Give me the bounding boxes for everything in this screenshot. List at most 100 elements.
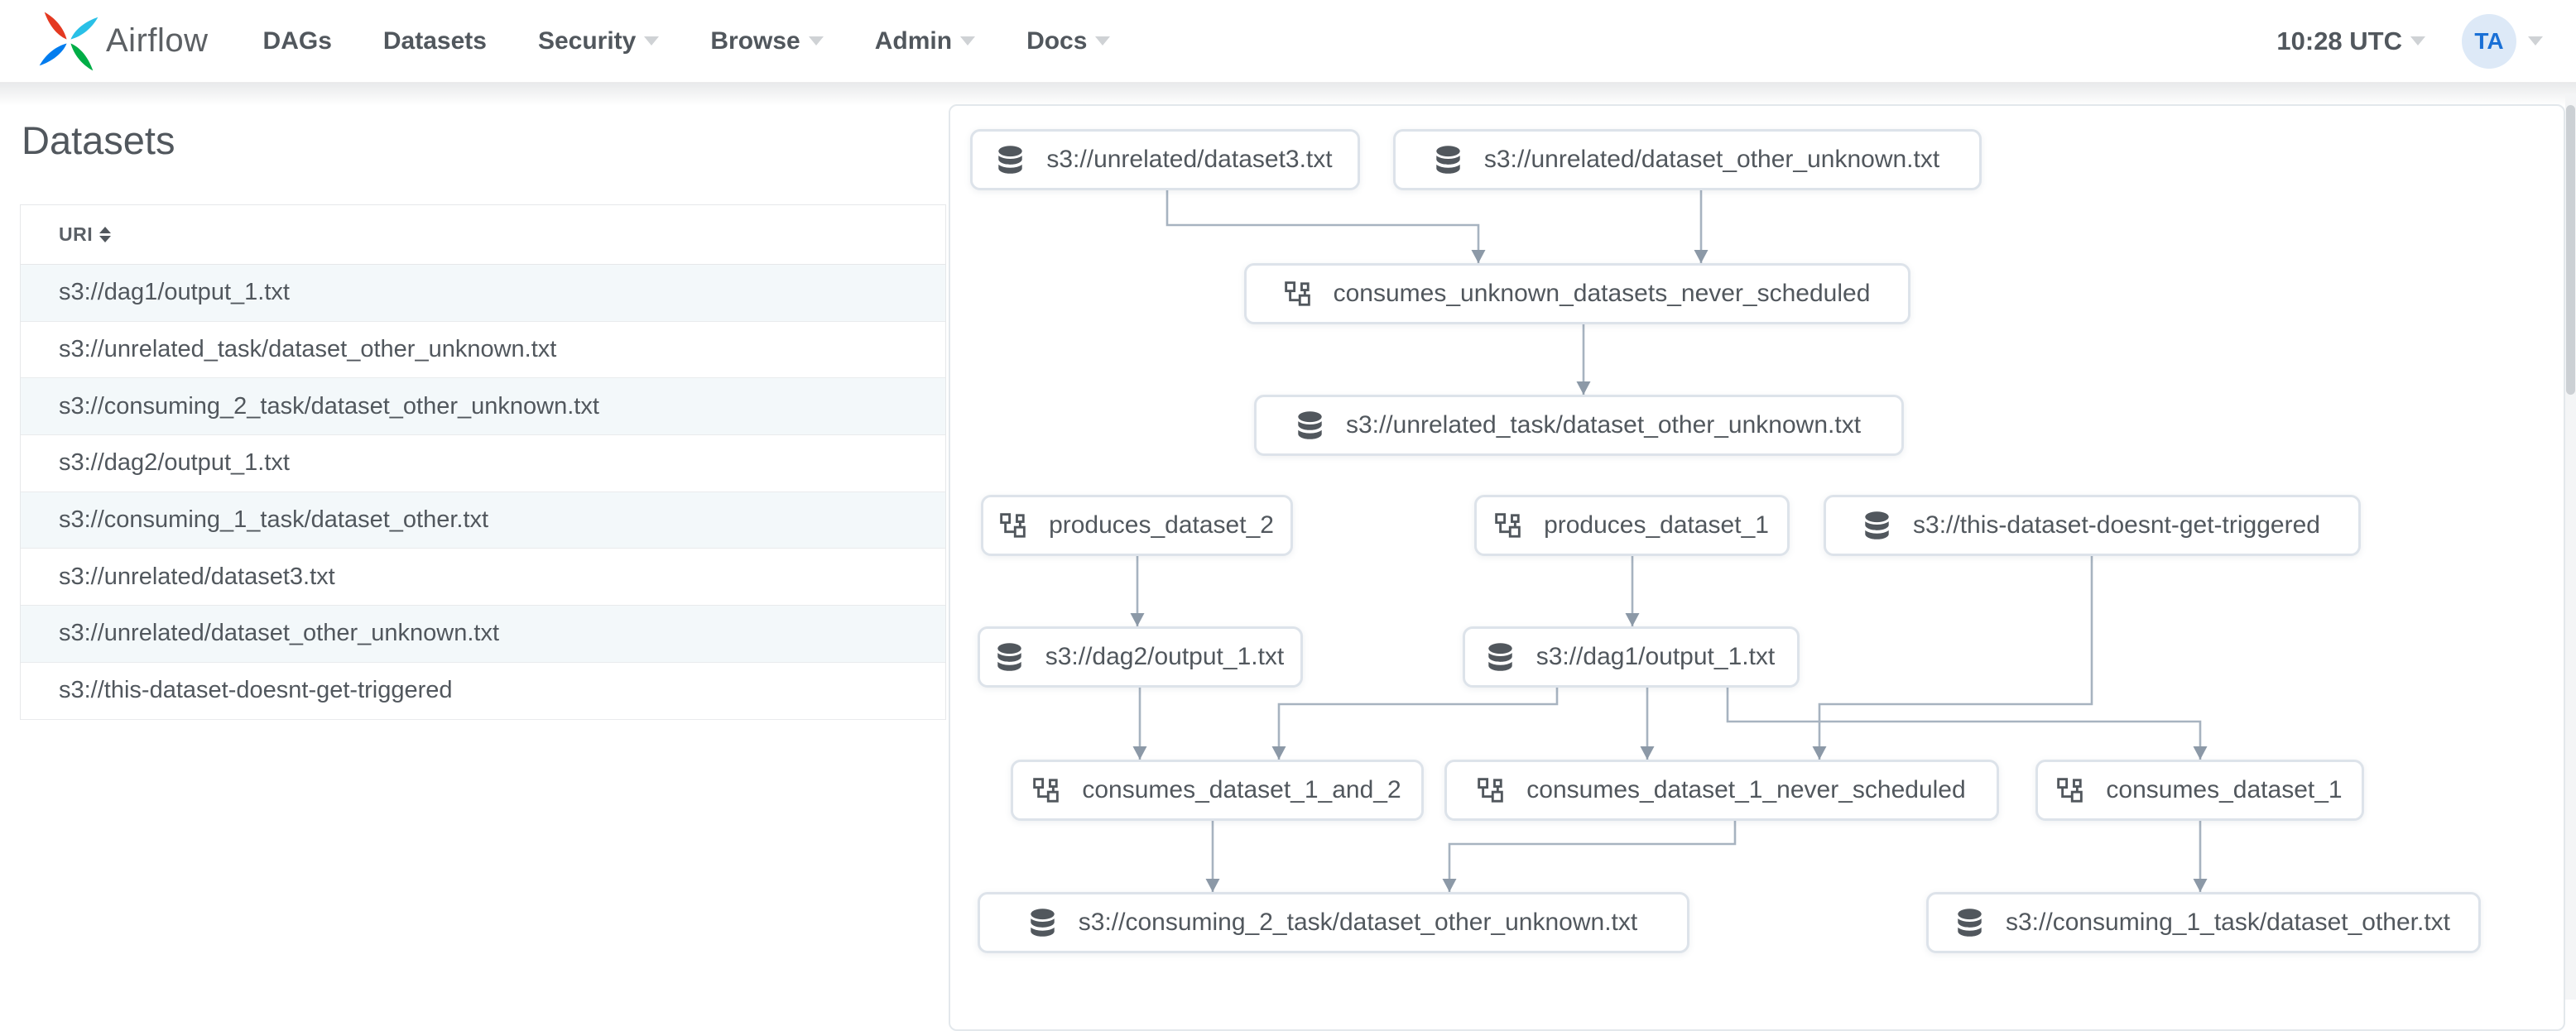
- table-row[interactable]: s3://unrelated/dataset3.txt: [21, 549, 945, 607]
- graph-node-unrelated-dataset-other-unknown[interactable]: s3://unrelated/dataset_other_unknown.txt: [1393, 129, 1982, 190]
- graph-node-label: s3://dag2/output_1.txt: [1045, 643, 1285, 670]
- graph-node-label: s3://this-dataset-doesnt-get-triggered: [1913, 511, 2320, 539]
- graph-node-unrelated-dataset3[interactable]: s3://unrelated/dataset3.txt: [970, 129, 1360, 190]
- graph-edges: [1130, 190, 2208, 892]
- navbar-right: 10:28 UTC TA: [2276, 13, 2576, 69]
- graph-card: [949, 104, 2565, 1031]
- graph-node-label: s3://dag1/output_1.txt: [1536, 643, 1776, 670]
- chevron-down-icon: [2528, 36, 2543, 46]
- database-icon: [997, 643, 1021, 671]
- graph-node-consumes-dataset-1-and-2[interactable]: consumes_dataset_1_and_2: [1011, 760, 1424, 821]
- dag-icon: [1478, 777, 1504, 803]
- arrowhead-icon: [1442, 879, 1457, 892]
- table-row[interactable]: s3://unrelated_task/dataset_other_unknow…: [21, 322, 945, 379]
- graph-node-produces-dataset-2[interactable]: produces_dataset_2: [981, 495, 1293, 556]
- graph-edge: [1818, 556, 2093, 760]
- airflow-logo-icon: [39, 12, 99, 70]
- nav-item-browse[interactable]: Browse: [710, 27, 824, 55]
- dataset-graph: s3://unrelated/dataset3.txt s3://unrelat…: [970, 129, 2481, 953]
- arrowhead-icon: [1640, 746, 1655, 760]
- graph-node-label: s3://unrelated_task/dataset_other_unknow…: [1345, 411, 1862, 439]
- nav-menu: DAGs Datasets Security Browse Admin Docs: [263, 27, 1111, 55]
- arrowhead-icon: [1205, 879, 1220, 892]
- arrowhead-icon: [1271, 746, 1286, 760]
- chevron-down-icon: [644, 36, 660, 46]
- dag-icon: [1000, 512, 1026, 538]
- arrowhead-icon: [1812, 746, 1827, 760]
- graph-node-consuming-2-task-dataset-other-unknown[interactable]: s3://consuming_2_task/dataset_other_unkn…: [978, 892, 1689, 953]
- table-row[interactable]: s3://dag1/output_1.txt: [21, 265, 945, 322]
- avatar[interactable]: TA: [2462, 13, 2516, 69]
- vertical-scrollbar[interactable]: [2565, 94, 2576, 1000]
- dag-icon: [2057, 777, 2083, 803]
- airflow-brand[interactable]: Airflow: [0, 9, 209, 74]
- page-title: Datasets: [22, 118, 175, 162]
- nav-item-security[interactable]: Security: [538, 27, 660, 55]
- graph-node-dag2-output-1[interactable]: s3://dag2/output_1.txt: [978, 626, 1303, 688]
- scrollbar-thumb[interactable]: [2566, 105, 2575, 395]
- user-menu[interactable]: TA: [2440, 13, 2543, 69]
- arrowhead-icon: [1625, 613, 1640, 626]
- nav-item-admin[interactable]: Admin: [875, 27, 976, 55]
- graph-node-produces-dataset-1[interactable]: produces_dataset_1: [1474, 495, 1790, 556]
- graph-node-label: produces_dataset_1: [1544, 511, 1769, 539]
- graph-node-label: s3://unrelated/dataset_other_unknown.txt: [1483, 146, 1940, 173]
- navbar-shadow: [0, 83, 2576, 106]
- navbar: Airflow DAGs Datasets Security Browse Ad…: [0, 0, 2576, 83]
- arrowhead-icon: [2193, 879, 2208, 892]
- graph-edge: [1277, 688, 1559, 760]
- graph-node-label: s3://consuming_1_task/dataset_other.txt: [2006, 909, 2450, 936]
- arrowhead-icon: [1576, 381, 1591, 395]
- table-row[interactable]: s3://unrelated/dataset_other_unknown.txt: [21, 606, 945, 663]
- database-icon: [1436, 146, 1460, 174]
- graph-node-unrelated-task-dataset-other-unknown[interactable]: s3://unrelated_task/dataset_other_unknow…: [1254, 395, 1904, 456]
- dag-icon: [1033, 777, 1060, 803]
- clock-label: 10:28 UTC: [2276, 26, 2402, 55]
- database-icon: [1031, 909, 1055, 937]
- database-icon: [1488, 643, 1512, 671]
- graph-node-consumes-dataset-1-never-scheduled[interactable]: consumes_dataset_1_never_scheduled: [1444, 760, 1999, 821]
- clock-dropdown[interactable]: 10:28 UTC: [2276, 26, 2425, 56]
- graph-node-dag1-output-1[interactable]: s3://dag1/output_1.txt: [1463, 626, 1800, 688]
- table-row[interactable]: s3://consuming_2_task/dataset_other_unkn…: [21, 378, 945, 436]
- chevron-down-icon: [2410, 36, 2425, 46]
- graph-node-this-dataset-doesnt-get-triggered[interactable]: s3://this-dataset-doesnt-get-triggered: [1824, 495, 2361, 556]
- dag-icon: [1284, 281, 1310, 306]
- arrowhead-icon: [1694, 250, 1709, 263]
- chevron-down-icon: [1095, 36, 1111, 46]
- graph-node-label: consumes_dataset_1_and_2: [1082, 776, 1401, 803]
- graph-node-label: produces_dataset_2: [1049, 511, 1274, 539]
- graph-node-label: s3://unrelated/dataset3.txt: [1046, 146, 1333, 173]
- graph-node-consumes-unknown-datasets-never-scheduled[interactable]: consumes_unknown_datasets_never_schedule…: [1244, 263, 1910, 324]
- brand-title: Airflow: [106, 22, 209, 59]
- graph-node-label: consumes_dataset_1_never_scheduled: [1526, 776, 1966, 803]
- arrowhead-icon: [1471, 250, 1486, 263]
- table-row[interactable]: s3://this-dataset-doesnt-get-triggered: [21, 663, 945, 720]
- table-row[interactable]: s3://dag2/output_1.txt: [21, 435, 945, 492]
- database-icon: [1958, 909, 1982, 937]
- chevron-down-icon: [808, 36, 824, 46]
- database-icon: [1865, 511, 1889, 539]
- database-icon: [1298, 411, 1322, 439]
- dag-icon: [1495, 512, 1521, 538]
- graph-node-label: consumes_dataset_1: [2106, 776, 2343, 803]
- graph-edge: [1448, 821, 1737, 892]
- nav-item-docs[interactable]: Docs: [1026, 27, 1111, 55]
- graph-node-label: s3://consuming_2_task/dataset_other_unkn…: [1078, 909, 1638, 936]
- chevron-down-icon: [960, 36, 976, 46]
- graph-edge: [1726, 688, 2202, 760]
- graph-node-consumes-dataset-1[interactable]: consumes_dataset_1: [2035, 760, 2364, 821]
- uri-header-label: URI: [59, 223, 94, 245]
- graph-node-label: consumes_unknown_datasets_never_schedule…: [1333, 280, 1871, 307]
- graph-node-consuming-1-task-dataset-other[interactable]: s3://consuming_1_task/dataset_other.txt: [1926, 892, 2481, 953]
- nav-item-dags[interactable]: DAGs: [262, 26, 332, 55]
- nav-item-datasets[interactable]: Datasets: [382, 26, 487, 55]
- arrowhead-icon: [2193, 746, 2208, 760]
- sort-icon[interactable]: [99, 227, 112, 242]
- uri-column-header[interactable]: URI: [21, 205, 945, 265]
- table-row[interactable]: s3://consuming_1_task/dataset_other.txt: [21, 492, 945, 549]
- arrowhead-icon: [1132, 746, 1147, 760]
- arrowhead-icon: [1130, 613, 1145, 626]
